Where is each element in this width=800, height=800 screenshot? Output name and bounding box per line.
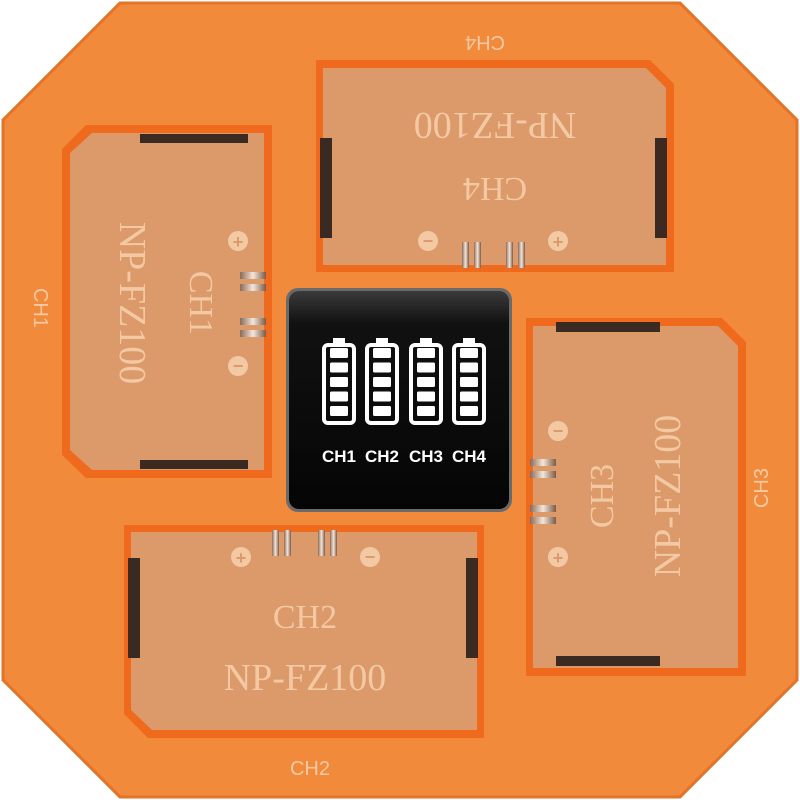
battery-segment <box>373 406 391 416</box>
battery-segment <box>330 391 348 402</box>
bay-label-ch4: CH4 <box>463 170 527 207</box>
battery-full-icon <box>452 338 486 425</box>
minus-marker <box>418 231 438 251</box>
terminal-pin <box>240 318 266 325</box>
minus-marker <box>548 421 568 441</box>
terminal-pin <box>284 530 291 556</box>
battery-segment <box>373 348 391 358</box>
battery-bay-ch2[interactable]: + − CH2 NP-FZ100 <box>124 525 484 738</box>
plus-icon: + <box>553 232 564 252</box>
minus-icon: − <box>233 356 244 376</box>
terminal-pin <box>318 530 325 556</box>
battery-segment <box>330 406 348 416</box>
battery-segment <box>373 377 391 387</box>
bay-latch <box>466 558 478 658</box>
terminal-pin <box>462 242 469 268</box>
battery-segment <box>417 362 435 373</box>
terminal-pin <box>474 242 481 268</box>
plus-icon: + <box>233 232 244 252</box>
battery-segment <box>417 377 435 387</box>
plus-marker <box>548 231 568 251</box>
edge-label-ch1: CH1 <box>29 288 51 328</box>
minus-marker <box>228 356 248 376</box>
bay-latch <box>140 134 248 143</box>
edge-label-ch2: CH2 <box>290 758 330 780</box>
terminal-pin <box>330 530 337 556</box>
plus-marker <box>231 547 251 567</box>
bay-model-ch3: NP-FZ100 <box>647 415 689 578</box>
edge-label-ch3: CH3 <box>751 468 773 508</box>
battery-segment <box>460 391 478 402</box>
bay-latch <box>655 138 667 238</box>
terminal-pin <box>240 272 266 279</box>
terminal-pin <box>240 330 266 337</box>
battery-segment <box>330 348 348 358</box>
minus-icon: − <box>423 231 434 251</box>
terminal-pin <box>272 530 279 556</box>
battery-segment <box>460 348 478 358</box>
terminal-pin <box>506 242 513 268</box>
bay-label-ch1: CH1 <box>182 271 219 335</box>
plus-icon: + <box>236 548 247 568</box>
bay-latch <box>320 138 332 238</box>
display-label-ch1: CH1 <box>322 447 356 466</box>
terminal-pin <box>530 459 556 466</box>
battery-segment <box>460 406 478 416</box>
terminal-pin <box>530 517 556 524</box>
bay-model-ch4: NP-FZ100 <box>414 104 577 146</box>
bay-label-ch2: CH2 <box>273 599 337 636</box>
plus-marker <box>548 547 568 567</box>
display-label-ch4: CH4 <box>452 447 487 466</box>
battery-full-icon <box>409 338 443 425</box>
bay-latch <box>128 558 140 658</box>
battery-segment <box>330 377 348 387</box>
battery-segment <box>460 362 478 373</box>
battery-bay-ch1[interactable]: + − CH1 NP-FZ100 <box>62 125 272 478</box>
battery-segment <box>417 348 435 358</box>
minus-icon: − <box>365 547 376 567</box>
battery-segment <box>460 377 478 387</box>
minus-marker <box>360 547 380 567</box>
bay-label-ch3: CH3 <box>584 464 621 528</box>
minus-icon: − <box>553 421 564 441</box>
battery-icons-group <box>322 338 486 425</box>
battery-segment <box>373 362 391 373</box>
bay-latch <box>140 460 248 469</box>
battery-bay-ch4[interactable]: − + CH4 NP-FZ100 <box>316 60 674 272</box>
battery-bay-ch3[interactable]: − + CH3 NP-FZ100 <box>526 318 746 676</box>
status-display: CH1 CH2 CH3 CH4 <box>286 288 512 512</box>
battery-segment <box>373 391 391 402</box>
battery-segment <box>417 406 435 416</box>
bay-model-ch1: NP-FZ100 <box>111 222 153 385</box>
bay-latch <box>556 656 660 666</box>
battery-segment <box>330 362 348 373</box>
display-label-ch2: CH2 <box>365 447 399 466</box>
terminal-pin <box>518 242 525 268</box>
plus-marker <box>228 231 248 251</box>
bay-latch <box>556 322 660 332</box>
battery-full-icon <box>322 338 356 425</box>
bay-model-ch2: NP-FZ100 <box>224 657 387 699</box>
battery-full-icon <box>365 338 399 425</box>
terminal-pin <box>530 505 556 512</box>
display-label-ch3: CH3 <box>409 447 443 466</box>
plus-icon: + <box>553 548 564 568</box>
battery-segment <box>417 391 435 402</box>
edge-label-ch4: CH4 <box>465 31 505 53</box>
terminal-pin <box>240 284 266 291</box>
terminal-pin <box>530 471 556 478</box>
